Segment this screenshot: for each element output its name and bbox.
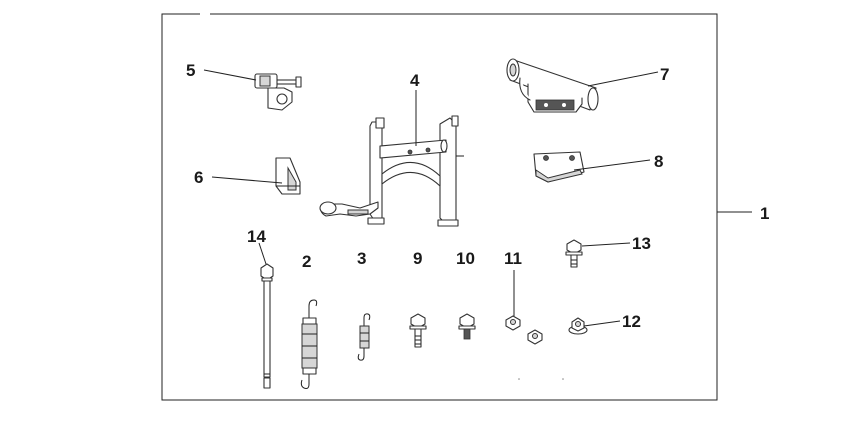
part-8-plate[interactable] [533,151,585,183]
stray-dot [562,378,564,380]
leader-14 [258,242,267,265]
part-13-bolt[interactable] [565,239,583,268]
callout-1: 1 [760,204,769,223]
kit-frame [161,13,718,401]
callout-13: 13 [632,234,651,253]
leader-7 [587,71,659,87]
callout-4: 4 [410,71,420,90]
part-10-short-bolt[interactable] [458,313,476,340]
callout-7: 7 [660,65,669,84]
part-5-switch[interactable] [254,73,302,111]
callout-5: 5 [186,61,195,80]
part-3-small-spring[interactable] [357,313,371,361]
part-11-nut[interactable] [505,315,521,331]
leader-12 [583,320,621,327]
part-4-main-stand[interactable] [319,115,464,227]
part-7-pipe-bracket[interactable] [506,58,599,113]
part-11-nut-second[interactable] [527,329,543,345]
callout-11: 11 [504,249,522,268]
part-9-bolt[interactable] [409,313,427,348]
leader-6 [211,176,283,184]
stray-dot [518,378,520,380]
leader-5 [203,69,257,81]
callout-2: 2 [302,252,311,271]
part-6-bracket[interactable] [275,157,301,195]
callout-10: 10 [456,249,475,268]
leader-8 [573,159,651,171]
callout-8: 8 [654,152,663,171]
part-12-flange-nut[interactable] [568,317,588,335]
leader-13 [581,242,631,247]
callout-12: 12 [622,312,641,331]
callout-6: 6 [194,168,203,187]
part-14-long-bolt[interactable] [260,263,274,389]
callout-9: 9 [413,249,422,268]
callout-3: 3 [357,249,366,268]
callout-14: 14 [247,227,266,246]
part-2-large-spring[interactable] [300,299,318,389]
